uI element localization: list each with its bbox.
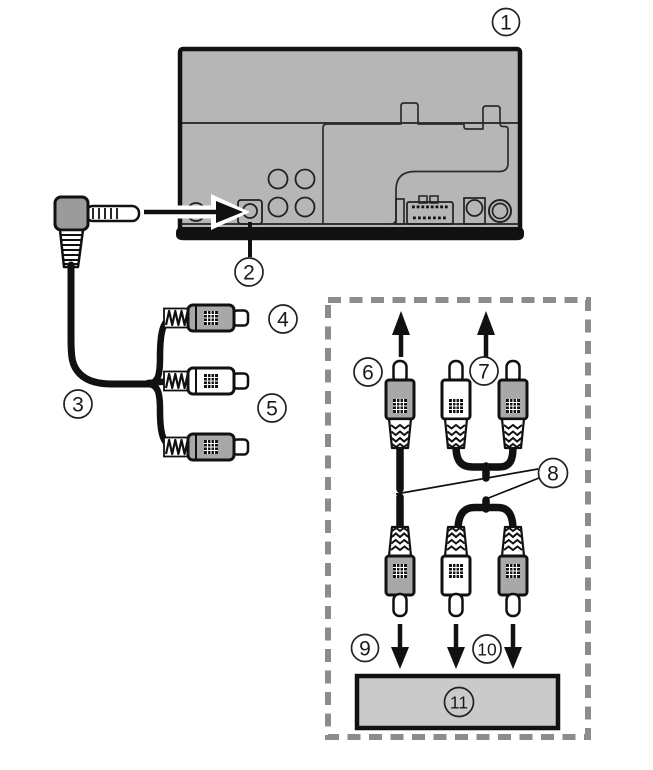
rca-plug-down-middle <box>440 525 472 618</box>
callout-circle <box>350 633 380 663</box>
input-down-arrow-icons <box>391 624 522 669</box>
rca-plug-down-right <box>497 525 529 618</box>
mini-jack-tip <box>84 204 141 223</box>
callout-number: 10 <box>477 640 497 660</box>
callout-circle <box>537 457 569 489</box>
dashed-detail-box-border <box>325 297 591 740</box>
wiring-harness-connector <box>406 195 454 225</box>
mini-jack-body <box>53 195 90 232</box>
callout-7: 7 <box>469 356 499 386</box>
callout-6: 6 <box>353 357 383 387</box>
callout-number: 5 <box>266 398 278 421</box>
pair-cable-lower-arch <box>454 503 517 534</box>
callout-number: 1 <box>500 12 512 35</box>
rca-connector-video <box>162 303 250 333</box>
callout-circle <box>353 357 383 387</box>
callout-2: 2 <box>234 257 264 287</box>
callout-5: 5 <box>257 393 287 423</box>
callout-number: 9 <box>359 638 371 661</box>
preout-jack-holes <box>267 168 316 218</box>
mini-jack-cable <box>67 261 154 388</box>
callout-10: 10 <box>472 634 502 664</box>
extension-cables <box>396 442 517 534</box>
callout-number: 4 <box>277 309 289 332</box>
connector-pins <box>412 205 448 220</box>
connector-side-bracket <box>395 198 405 225</box>
callout-number: 6 <box>362 362 374 385</box>
callout-number: 2 <box>243 262 255 285</box>
mini-jack-plug <box>53 195 141 269</box>
callout-number: 8 <box>547 463 559 486</box>
callout-number: 7 <box>478 361 490 384</box>
head-unit-rear-view <box>176 46 524 241</box>
rca-plug-up-right <box>497 359 529 450</box>
rca-plug-up-middle <box>440 359 472 450</box>
callout-number: 3 <box>72 394 84 417</box>
aux-pad <box>463 197 486 225</box>
bottom-flange <box>176 227 524 240</box>
callout-8-pointer-lines <box>395 468 540 500</box>
rear-panel-outline <box>322 102 509 225</box>
callout-circle <box>491 7 521 37</box>
callout-3: 3 <box>63 389 93 419</box>
rca-connector-audio-right <box>162 432 250 462</box>
rca-plug-down-left <box>384 525 416 618</box>
callout-1: 1 <box>491 7 521 37</box>
callout-4: 4 <box>268 304 298 334</box>
rca-connector-audio-left <box>162 366 250 396</box>
callout-circle <box>234 257 264 287</box>
callout-circle <box>469 356 499 386</box>
antenna-jack <box>488 199 512 223</box>
callout-circle <box>472 634 502 664</box>
rca-plug-up-left <box>384 359 416 450</box>
callout-circle <box>257 393 287 423</box>
callout-circle <box>63 389 93 419</box>
callout-9: 9 <box>350 633 380 663</box>
callout-8: 8 <box>537 457 569 489</box>
connected-device-box <box>354 673 561 731</box>
callout-circle <box>443 686 475 718</box>
callout-circle <box>268 304 298 334</box>
callout-number: 11 <box>450 693 468 713</box>
output-up-arrow-icons <box>392 311 495 357</box>
insert-direction-arrow-icon <box>142 194 250 230</box>
callout-11: 11 <box>443 686 475 718</box>
